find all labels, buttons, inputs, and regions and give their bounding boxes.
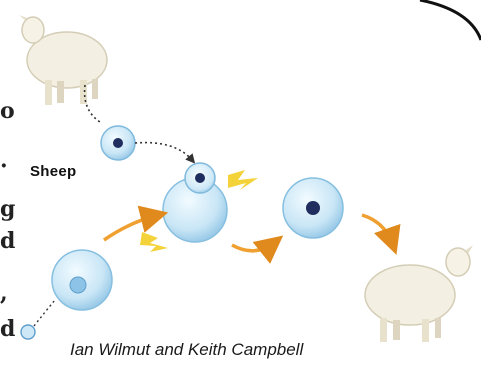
scientists-caption: Ian Wilmut and Keith Campbell — [70, 340, 303, 360]
egg-cell — [52, 250, 112, 310]
spark-right — [228, 170, 258, 190]
embryo-cell — [283, 178, 343, 238]
frame-curve — [420, 0, 481, 40]
edge-glyph: o — [0, 100, 15, 122]
fused-cell — [163, 163, 227, 242]
edge-glyph: d — [0, 318, 15, 340]
cloned-sheep — [365, 245, 473, 342]
removed-nucleus — [21, 300, 55, 339]
edge-glyph: g — [0, 198, 15, 220]
edge-glyph: d — [0, 230, 15, 252]
sheep-label: Sheep — [30, 163, 77, 180]
donor-sheep — [19, 15, 107, 105]
spark-left — [140, 232, 168, 252]
arrow-embryo-to-clone — [362, 215, 393, 245]
donor-cell — [101, 126, 135, 160]
arrow-fused-to-embryo — [232, 242, 275, 251]
edge-glyph: · — [0, 155, 8, 177]
edge-glyph: , — [0, 282, 8, 304]
